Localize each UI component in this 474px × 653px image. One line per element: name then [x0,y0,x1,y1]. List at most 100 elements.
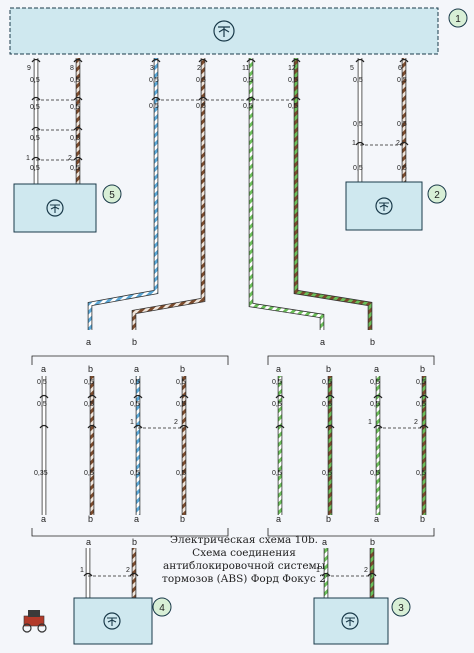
wire-size-label: 0,5 [370,379,380,386]
wire-size-label: 0,5 [130,379,140,386]
connector-plug [291,96,301,101]
wire-size-label: 0,5 [176,379,186,386]
wire-pin-3 [87,58,159,330]
pin-5-label: 5 [350,65,354,72]
right-lower-bracket [267,528,435,537]
wire-size-label: 0,5 [196,77,206,84]
connector-plug [31,96,41,101]
connector-plug [31,156,41,161]
wire-size-label: 0,5 [176,401,186,408]
connector-plug [73,96,83,101]
wire-size-label: 0,5 [37,379,47,386]
wire-size-label: 0,5 [149,103,159,110]
connector-plug [73,156,83,161]
wire-size-label: 0,5 [130,401,140,408]
wire-size-label: 0,5 [288,77,298,84]
wire-size-label: 0,5 [272,470,282,477]
wire-size-label: 0,5 [272,379,282,386]
wire-letter-b: b [326,364,331,374]
wire-size-label: 0,5 [370,401,380,408]
left-lower-bracket [31,528,229,537]
svg-text:4: 4 [159,603,165,614]
connector-plug [325,394,335,399]
pin-3-label: 3 [150,65,154,72]
connector-plug [373,424,383,429]
connector-pin-1-label: 1 [80,567,84,574]
wire-letter-b: b [370,537,375,547]
wire-size-label: 0,5 [37,401,47,408]
connector-plug [31,126,41,131]
wire-size-label: 0,5 [196,103,206,110]
transistor-icon [46,199,64,217]
wire-letter-b: b [326,514,331,524]
wire-letter-a: a [134,514,139,524]
wire-size-label: 0,5 [322,401,332,408]
connector-plug [399,141,409,146]
connector-plug [151,58,161,63]
wire-size-label: 0,5 [353,165,363,172]
wire-size-label: 0,5 [84,379,94,386]
vintage-car-icon [22,610,47,633]
wire-size-label: 0,5 [397,121,407,128]
connector-plug [83,572,93,577]
svg-text:2: 2 [434,190,440,201]
module-3-badge: 3 [391,597,411,617]
wire-size-label: 0,5 [243,77,253,84]
connector-plug [73,126,83,131]
wire-pin-2 [131,58,206,330]
connector-pin-1-label: 1 [316,567,320,574]
connector-plug [179,424,189,429]
pin-8-label: 8 [70,65,74,72]
left-bracket [31,355,229,365]
transistor-icon [375,197,393,215]
connector-pin-2-label: 2 [68,155,72,162]
connector-plug [325,424,335,429]
wire-size-label: 0,5 [272,401,282,408]
wire-size-label: 0,5 [322,379,332,386]
svg-text:Схема соединения: Схема соединения [192,547,296,559]
connector-pin-2-label: 2 [364,567,368,574]
wire-letter-a: a [276,364,281,374]
pin-12-label: 12 [288,65,296,72]
connector-pin-2-label: 2 [396,140,400,147]
connector-pin-2-label: 2 [126,567,130,574]
wire-letter-b: b [420,364,425,374]
wire-size-label: 0,5 [397,165,407,172]
connector-plug [367,572,377,577]
wire-size-label: 0,5 [243,103,253,110]
module-1-badge: 1 [448,8,468,28]
wire-letter-b: b [132,537,137,547]
connector-plug [275,424,285,429]
wire-size-label: 0,5 [149,77,159,84]
connector-plug [373,394,383,399]
connector-pin-1-label: 1 [26,155,30,162]
wire-letter-a: a [134,364,139,374]
right-bracket [267,355,435,365]
connector-pin-1-label: 1 [352,140,356,147]
wire-letter-a: a [41,514,46,524]
wire-letter-b: b [420,514,425,524]
wire-size-label: 0,5 [84,401,94,408]
wire-size-label: 0,5 [353,77,363,84]
transistor-icon [213,20,235,42]
svg-text:антиблокировочной системы: антиблокировочной системы [163,560,325,572]
svg-text:Электрическая схема 10b.: Электрическая схема 10b. [170,534,318,546]
connector-plug [355,141,365,146]
wire-letter-b: b [132,337,137,347]
wire-size-label: 0,5 [288,103,298,110]
connector-plug [399,58,409,63]
wire-letter-b: b [88,514,93,524]
connector-pin-1-label: 1 [130,419,134,426]
wire-letter-b: b [370,337,375,347]
connector-plug [198,96,208,101]
wire-letter-a: a [86,337,91,347]
wire-letter-a: a [276,514,281,524]
connector-plug [246,96,256,101]
pin-11-label: 11 [242,65,249,72]
svg-text:5: 5 [109,190,115,201]
wire-letter-b: b [180,364,185,374]
wire-size-label: 0,5 [130,470,140,477]
connector-plug [179,394,189,399]
wire-size-label: 0,5 [30,165,40,172]
